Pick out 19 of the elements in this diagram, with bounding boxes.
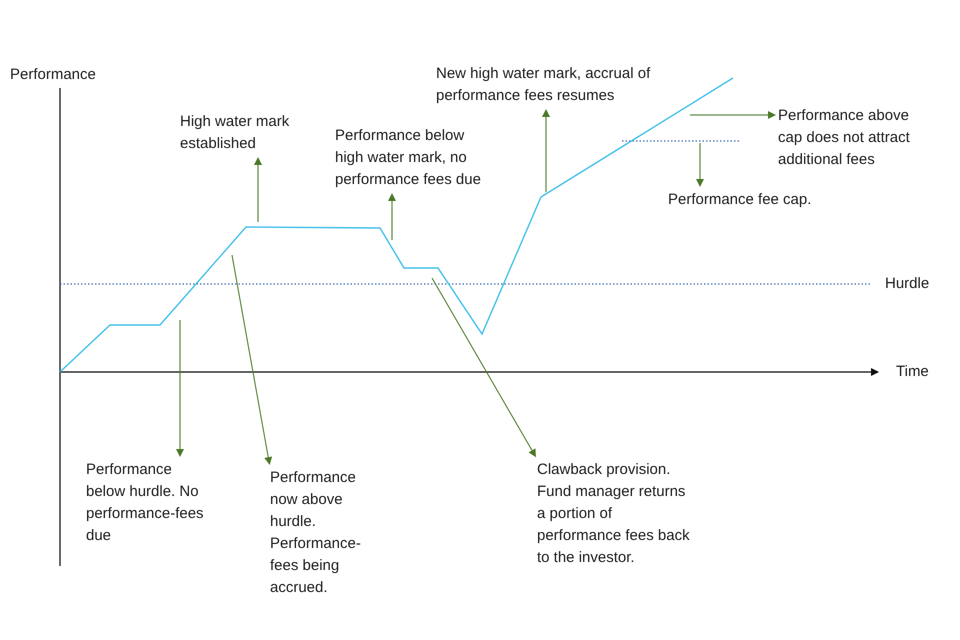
leader-arrow [696,142,704,187]
leader-arrow [176,320,184,457]
axis-title: Performance [10,65,96,85]
leader-arrow [432,278,536,458]
leader-arrow [690,111,776,119]
annotation-text: Performance fee cap. [668,189,843,211]
annotation-text: High water mark established [180,111,315,155]
leader-arrow [254,157,262,222]
leader-arrow [232,254,272,466]
annotation-text: Performance below hurdle. No performance-fees due [86,459,204,547]
axis-title: Time [896,362,929,382]
leader-arrow [542,109,550,192]
line-label: Hurdle [885,274,930,294]
annotation-text: Performance above cap does not attract additional fees [778,105,936,171]
annotation-text: New high water mark, accrual of performance fees resumes [436,63,664,107]
annotation-text: Performance now above hurdle. Performance-fees being accrued. [270,467,375,599]
annotation-text: Clawback provision. Fund manager returns a portion of performance fees back to the investor. [537,459,695,569]
leader-arrow [388,193,396,240]
annotation-text: Performance below high water mark, no performance fees due [335,125,495,191]
